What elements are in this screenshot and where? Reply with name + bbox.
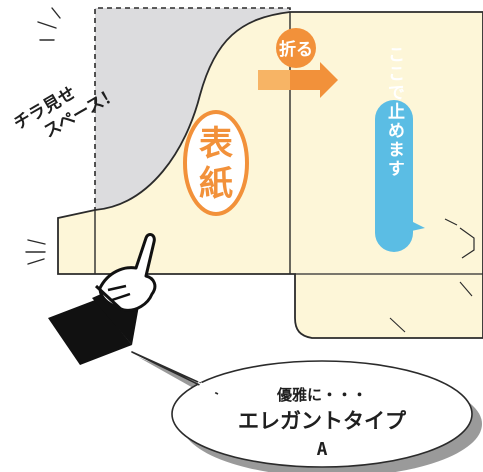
folder-body: [57, 11, 483, 339]
speech-bubble: 優雅に・・・ エレガントタイプ A: [131, 351, 482, 472]
cover-label-2: 紙: [199, 164, 233, 204]
fold-label: 折る: [279, 39, 313, 60]
peek-space-dashed-outline: [94, 7, 291, 212]
pointing-hand-icon: [48, 233, 157, 365]
speech-line-2: エレガントタイプ: [238, 409, 407, 433]
pocket-crease-1: [389, 317, 406, 333]
cover-label-1: 表: [199, 124, 233, 164]
speech-line-3: A: [317, 439, 328, 460]
stop-here-tab: ここで止めます: [375, 46, 425, 252]
stop-here-label: ここで止めます: [384, 46, 405, 179]
fold-badge: 折る: [258, 28, 338, 98]
slit-mark: [459, 227, 475, 259]
pocket-crease-3: [444, 218, 458, 226]
emphasis-lines-top: [37, 7, 61, 41]
speech-line-1: 優雅に・・・: [276, 386, 367, 404]
pocket-crease-2: [459, 281, 473, 297]
emphasis-lines-left: [25, 239, 46, 265]
peek-space-area: [95, 8, 290, 212]
cover-badge: 表 紙: [183, 110, 249, 216]
